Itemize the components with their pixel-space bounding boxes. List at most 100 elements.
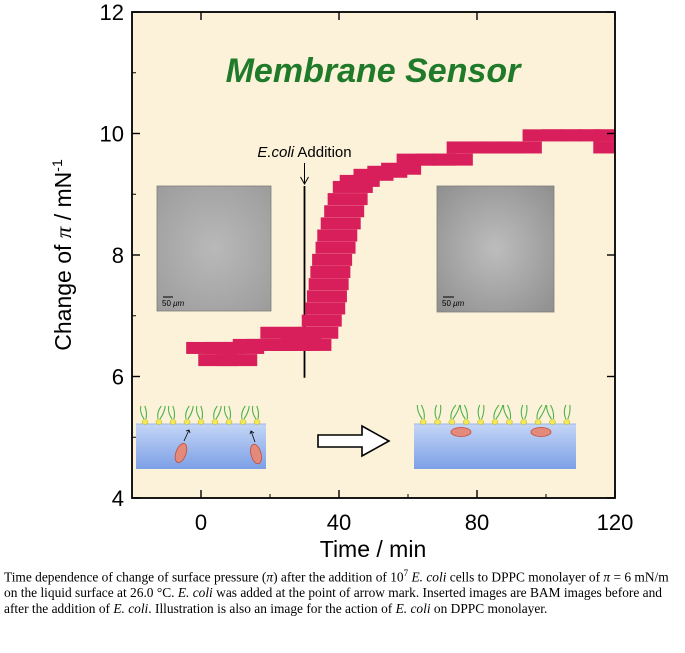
data-point (291, 338, 332, 351)
lipid-molecule (195, 405, 201, 420)
lipid-molecule (493, 404, 500, 420)
lipid-molecule (524, 404, 528, 420)
lipid-molecule (251, 405, 257, 420)
x-tick-label: 40 (327, 510, 351, 535)
lipid-molecule (450, 404, 457, 420)
lipid-molecule (538, 404, 547, 420)
lipid-molecule (434, 419, 441, 425)
lipid-molecule (563, 419, 571, 425)
lipid-molecule (213, 405, 218, 420)
lipid-molecule (502, 404, 509, 420)
y-axis: 4 6 8 10 12 (100, 0, 615, 511)
lipid-molecule (506, 404, 512, 420)
lipid-molecule (225, 419, 233, 425)
lipid-molecule (459, 404, 466, 420)
y-tick-label: 8 (112, 243, 124, 268)
x-tick-label: 80 (465, 510, 489, 535)
data-point (501, 141, 542, 154)
data-point (310, 266, 351, 279)
lipid-molecule (477, 419, 484, 425)
lipid-molecule (534, 419, 542, 425)
illustration-before (136, 405, 266, 469)
y-tick-label: 6 (112, 365, 124, 390)
lipid-molecule (187, 405, 194, 420)
lipid-molecule (477, 404, 481, 420)
data-point (324, 205, 365, 218)
lipid-monolayer-before (139, 405, 261, 425)
chart-figure: Membrane Sensor 50 μm 50 μm E.coli Addit… (49, 0, 634, 560)
bam-image-after: 50 μm (436, 185, 555, 313)
lipid-molecule (463, 419, 470, 425)
lipid-molecule (434, 404, 438, 420)
data-point (381, 162, 422, 175)
y-tick-label: 4 (112, 486, 124, 511)
addition-label: E.coli Addition (257, 144, 351, 161)
lipid-molecule (420, 404, 425, 420)
lipid-molecule (520, 404, 524, 420)
data-point (317, 229, 358, 242)
lipid-molecule (159, 405, 166, 420)
lipid-molecule (228, 405, 232, 420)
data-point (315, 241, 356, 254)
lipid-molecule (452, 404, 461, 420)
lipid-molecule (169, 419, 177, 425)
lipid-molecule (491, 419, 499, 425)
lipid-molecule (155, 419, 163, 425)
lipid-molecule (241, 405, 246, 420)
bam-scale-label-before: 50 μm (162, 299, 185, 308)
lipid-molecule (157, 405, 162, 420)
bam-image-before: 50 μm (156, 185, 272, 312)
lipid-molecule (183, 419, 191, 425)
lipid-molecule (211, 419, 219, 425)
bam-scale-label-after: 50 μm (442, 299, 465, 308)
illustration-after (414, 404, 576, 469)
x-tick-label: 0 (195, 510, 207, 535)
lipid-molecule (139, 405, 145, 420)
lipid-molecule (419, 419, 427, 425)
data-point (298, 326, 339, 339)
y-tick-label: 12 (100, 0, 124, 25)
lipid-molecule (416, 404, 423, 420)
y-axis-label: Change of π / mN-1 (49, 159, 76, 351)
data-point (327, 193, 368, 206)
lipid-molecule (172, 405, 176, 420)
data-point (217, 354, 258, 367)
lipid-molecule (506, 419, 513, 425)
data-point (593, 129, 615, 142)
lipid-molecule (200, 405, 204, 420)
data-series (186, 129, 615, 367)
lipid-molecule (463, 404, 468, 420)
lipid-molecule (223, 405, 229, 420)
data-point (320, 217, 361, 230)
lipid-molecule (256, 405, 260, 420)
lipid-molecule (239, 419, 247, 425)
lipid-molecule (550, 404, 555, 420)
lipid-molecule (253, 419, 261, 425)
ecoli-cell (249, 430, 262, 465)
addition-arrow-head (300, 176, 309, 186)
x-tick-label: 120 (597, 510, 634, 535)
chart-title: Membrane Sensor (226, 52, 523, 90)
data-point (301, 314, 342, 327)
lipid-molecule (481, 404, 485, 420)
lipid-molecule (520, 419, 527, 425)
data-point (593, 141, 615, 154)
ecoli-cell (450, 427, 472, 437)
data-point (312, 253, 353, 266)
lipid-molecule (215, 405, 222, 420)
data-point (305, 302, 346, 315)
lipid-molecule (141, 419, 149, 425)
lipid-molecule (536, 404, 543, 420)
lipid-molecule (549, 419, 556, 425)
x-axis: 0 40 80 120 (131, 12, 634, 535)
x-axis-label: Time / min (320, 536, 427, 560)
data-point (432, 153, 473, 166)
lipid-molecule (167, 405, 173, 420)
data-point (308, 278, 349, 291)
y-tick-label: 10 (100, 122, 124, 147)
process-arrow-icon (317, 424, 391, 458)
figure-caption: Time dependence of change of surface pre… (4, 568, 669, 617)
lipid-molecule (144, 405, 148, 420)
lipid-molecule (438, 404, 442, 420)
lipid-monolayer-after (416, 404, 571, 425)
